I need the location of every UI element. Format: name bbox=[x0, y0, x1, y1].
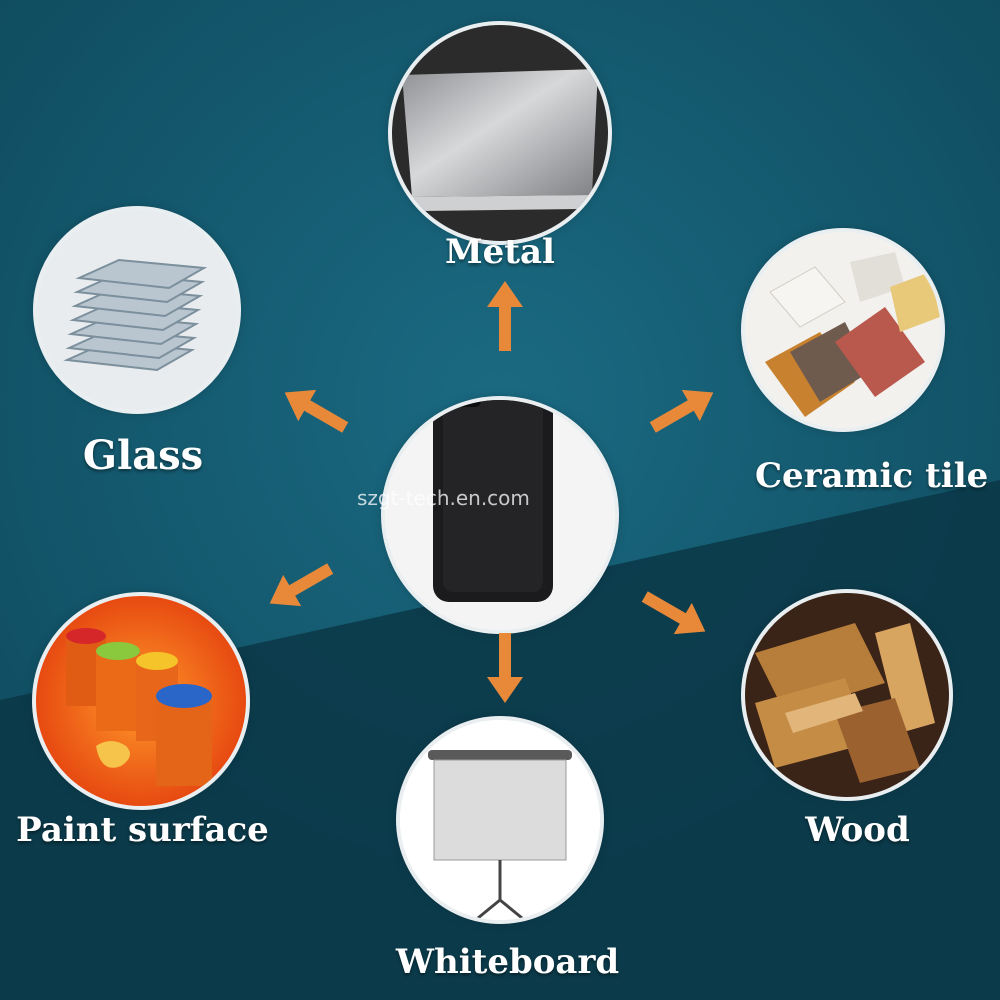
center-product-circle bbox=[385, 400, 615, 630]
paint-cans-icon bbox=[36, 596, 246, 806]
ceramic-tiles-icon bbox=[745, 232, 941, 428]
wood-circle bbox=[745, 593, 949, 797]
arrow-down-right bbox=[636, 581, 715, 647]
arrow-down bbox=[487, 633, 523, 703]
whiteboard-label: Whiteboard bbox=[395, 942, 620, 982]
wood-blocks-icon bbox=[745, 593, 949, 797]
glass-circle bbox=[37, 210, 237, 410]
arrow-down-left bbox=[261, 553, 340, 619]
metal-plate-icon bbox=[392, 25, 608, 241]
glass-label: Glass bbox=[82, 432, 204, 479]
arrow-up-right bbox=[644, 377, 723, 443]
ceramic-label: Ceramic tile bbox=[755, 456, 989, 496]
wood-label: Wood bbox=[805, 810, 910, 850]
metal-circle bbox=[392, 25, 608, 241]
projection-screen-icon bbox=[400, 720, 600, 920]
arrow-up bbox=[487, 281, 523, 351]
watermark-text: szgt-tech.en.com bbox=[357, 486, 530, 510]
ceramic-circle bbox=[745, 232, 941, 428]
arrow-up-left bbox=[276, 377, 355, 443]
whiteboard-circle bbox=[400, 720, 600, 920]
paint-circle bbox=[36, 596, 246, 806]
phone-case-icon bbox=[385, 400, 615, 630]
paint-label: Paint surface bbox=[16, 810, 269, 850]
metal-label: Metal bbox=[445, 232, 555, 272]
glass-sheets-icon bbox=[37, 210, 237, 410]
